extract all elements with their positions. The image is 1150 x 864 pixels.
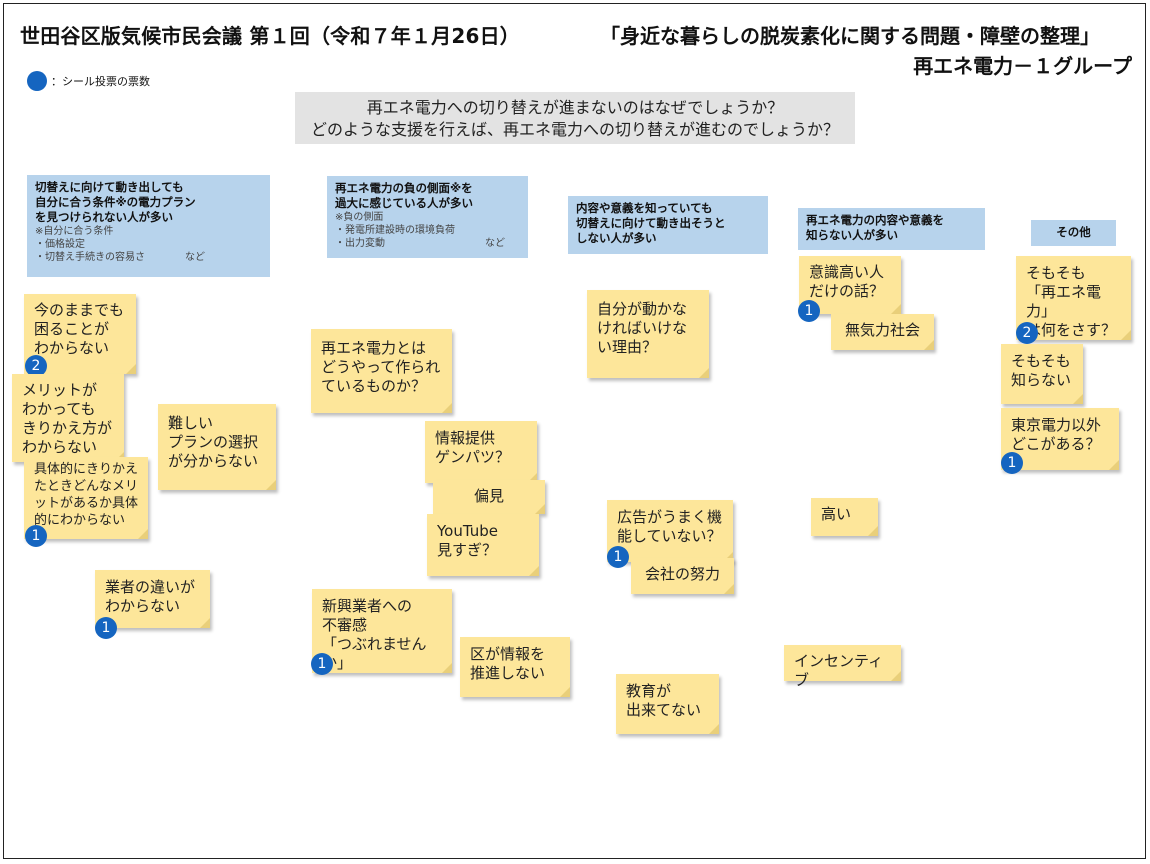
sticky-note: 難しい プランの選択 が分からない (158, 404, 276, 490)
sticky-note: 具体的にきりかえ たときどんなメリ ットがあるか具体 的にわからない (24, 457, 148, 539)
sticky-note: そもそも 知らない (1001, 344, 1083, 404)
sticky-note: 高い (811, 498, 878, 536)
vote-count-badge: 1 (798, 300, 820, 322)
sticky-note: 業者の違いが わからない (95, 570, 210, 628)
question-line-2: どのような支援を行えば、再エネ電力への切り替えが進むのでしょうか？ (310, 120, 839, 139)
page-subtitle: 「身近な暮らしの脱炭素化に関する問題・障壁の整理」 (600, 24, 1100, 48)
category-2: 再エネ電力の負の側面※を 過大に感じている人が多い ※負の側面 ・発電所建設時の… (327, 176, 528, 258)
vote-count-badge: 1 (25, 525, 47, 547)
sticky-note: そもそも 「再エネ電力」 は何をさす？ (1016, 256, 1131, 340)
group-label: 再エネ電力－１グループ (913, 54, 1132, 78)
sticky-note: 東京電力以外 どこがある？ (1001, 408, 1119, 470)
sticky-note: 広告がうまく機 能していない？ (607, 500, 733, 562)
sticky-note: 偏見 (433, 480, 545, 514)
vote-dot-icon (27, 71, 47, 91)
vote-count-badge: 2 (1016, 322, 1038, 344)
sticky-note: 区が情報を 推進しない (460, 637, 570, 697)
category-5: その他 (1031, 220, 1116, 246)
legend-text: ：シール投票の票数 (51, 75, 150, 88)
sticky-note: 意識高い人 だけの話？ (799, 256, 901, 314)
vote-count-badge: 1 (311, 653, 333, 675)
page-title: 世田谷区版気候市民会議 第１回（令和７年１月26日） (20, 24, 520, 48)
sticky-note: 新興業者への 不審感 「つぶれませんか」 (312, 589, 452, 673)
sticky-note: 自分が動かな ければいけな い理由？ (587, 290, 709, 378)
question-line-1: 再エネ電力への切り替えが進まないのはなぜでしょうか？ (366, 98, 784, 117)
sticky-note: 会社の努力 (631, 558, 734, 594)
discussion-question: 再エネ電力への切り替えが進まないのはなぜでしょうか？ どのような支援を行えば、再… (295, 92, 855, 144)
legend: ：シール投票の票数 (27, 71, 150, 91)
category-3: 内容や意義を知っていても 切替えに向けて動き出そうと しない人が多い (568, 196, 768, 254)
sticky-note: メリットが わかっても きりかえ方が わからない (12, 374, 124, 462)
vote-count-badge: 1 (1001, 452, 1023, 474)
category-4: 再エネ電力の内容や意義を 知らない人が多い (798, 208, 985, 250)
category-1: 切替えに向けて動き出しても 自分に合う条件※の電力プラン を見つけられない人が多… (27, 175, 270, 277)
slide-frame (3, 3, 1146, 859)
sticky-note: YouTube 見すぎ？ (427, 514, 539, 576)
sticky-note: インセンティブ (784, 645, 901, 689)
sticky-note: 教育が 出来てない (616, 674, 719, 734)
vote-count-badge: 2 (25, 355, 47, 377)
sticky-note: 情報提供 ゲンパツ？ (425, 421, 537, 483)
sticky-note: 再エネ電力とは どうやって作られ ているものか？ (311, 329, 452, 413)
vote-count-badge: 1 (607, 546, 629, 568)
sticky-note: 無気力社会 (831, 314, 934, 350)
vote-count-badge: 1 (95, 617, 117, 639)
